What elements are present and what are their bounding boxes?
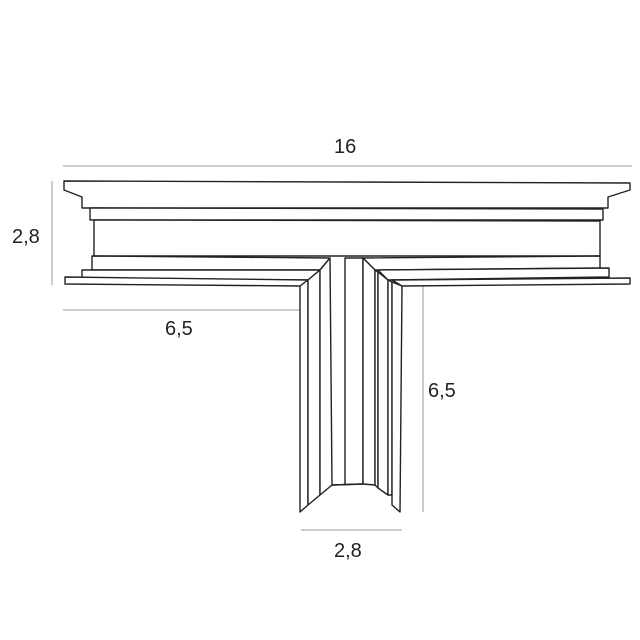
body	[93, 219, 601, 257]
left-lower-step	[91, 255, 331, 271]
top-step	[89, 207, 604, 221]
dim-label-branch-width: 2,8	[334, 540, 362, 562]
branch-right-outer	[391, 281, 403, 513]
branch-left-inner	[319, 257, 333, 496]
branch-channel	[331, 257, 364, 486]
branch-right-mid	[377, 271, 389, 496]
branch-right-inner	[362, 257, 376, 486]
right-bottom-flange	[391, 277, 631, 287]
dim-label-profile-height: 2,8	[12, 226, 40, 248]
top-flange	[63, 180, 631, 209]
branch-left-mid	[307, 269, 321, 506]
dim-label-total-width: 16	[334, 136, 357, 158]
branch-left-outer	[299, 279, 309, 513]
dim-label-branch-length: 6,5	[428, 380, 456, 402]
dim-label-left-arm: 6,5	[165, 318, 193, 340]
